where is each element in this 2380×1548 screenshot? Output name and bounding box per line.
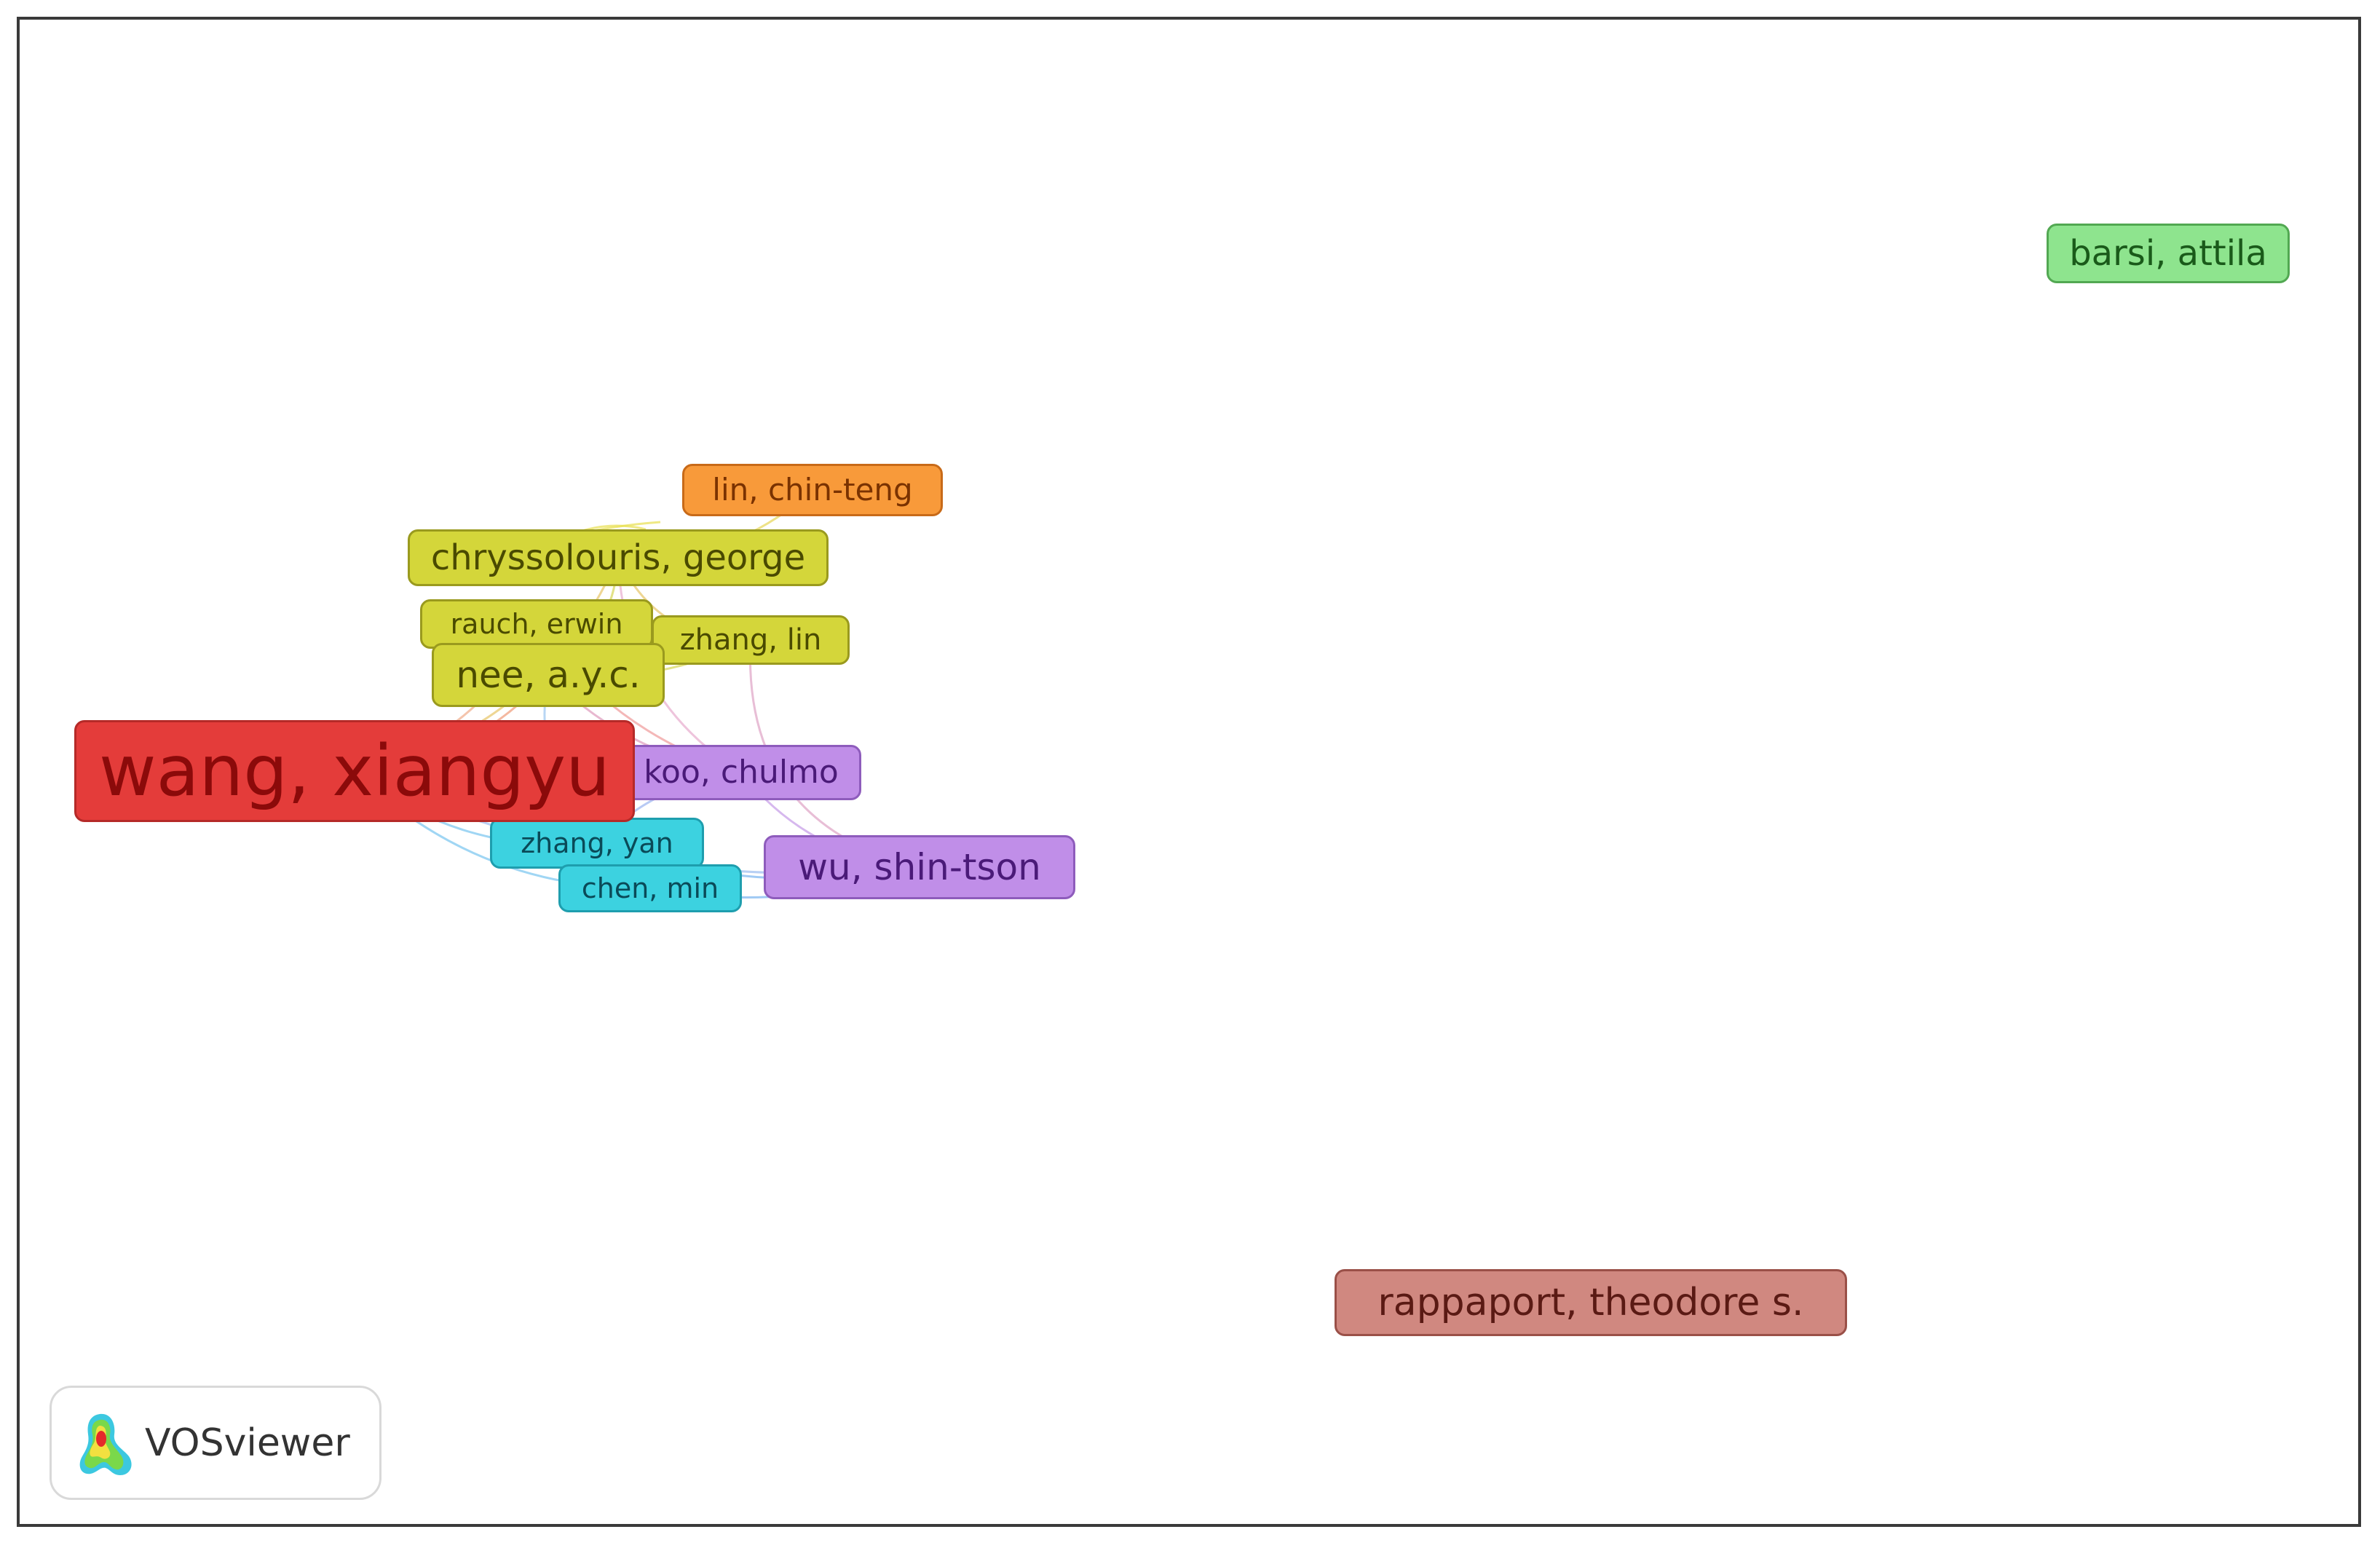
node-nee[interactable]: nee, a.y.c. bbox=[432, 643, 665, 707]
vosviewer-logo: VOSviewer bbox=[50, 1386, 381, 1500]
node-wang[interactable]: wang, xiangyu bbox=[74, 720, 635, 822]
node-barsi[interactable]: barsi, attila bbox=[2047, 224, 2290, 283]
node-zhangyan[interactable]: zhang, yan bbox=[490, 818, 704, 869]
node-wu[interactable]: wu, shin-tson bbox=[764, 835, 1075, 899]
node-rauch[interactable]: rauch, erwin bbox=[420, 599, 653, 649]
node-zhanglin[interactable]: zhang, lin bbox=[652, 615, 850, 665]
network-canvas[interactable]: wang, xiangyu chryssolouris, george lin, c… bbox=[17, 17, 2361, 1527]
node-lin[interactable]: lin, chin-teng bbox=[682, 464, 943, 516]
node-koo[interactable]: koo, chulmo bbox=[621, 745, 861, 800]
node-rappaport[interactable]: rappaport, theodore s. bbox=[1335, 1269, 1847, 1336]
node-chen[interactable]: chen, min bbox=[558, 864, 742, 912]
vosviewer-density-icon bbox=[79, 1413, 132, 1475]
node-chryssolouris[interactable]: chryssolouris, george bbox=[408, 529, 829, 586]
logo-text: VOSviewer bbox=[145, 1421, 350, 1465]
